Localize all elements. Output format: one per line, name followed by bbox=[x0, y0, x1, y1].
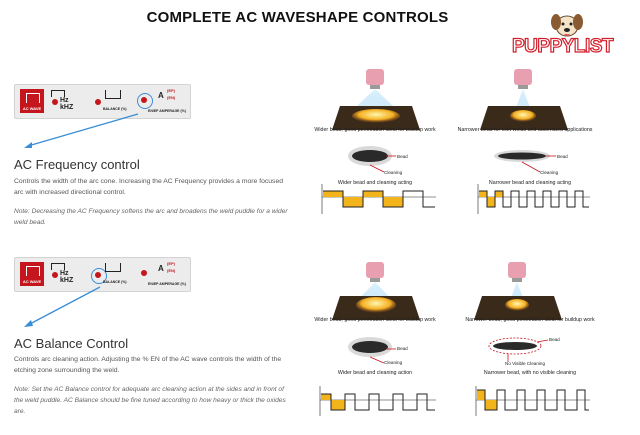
waveform-frequency-low bbox=[321, 184, 436, 214]
torch-diagram-wide bbox=[332, 69, 420, 130]
ep-label: (EP) bbox=[167, 261, 175, 266]
balance-left-bead-caption: Wider bead and cleaning action bbox=[337, 370, 413, 376]
balance-knob-dot bbox=[95, 99, 101, 105]
bead-sample-wide bbox=[348, 146, 396, 173]
en-label: (EN) bbox=[167, 95, 176, 100]
bead-sample-narrow bbox=[494, 150, 556, 173]
ac-wave-badge: AC WAVE bbox=[20, 262, 44, 286]
frequency-right-caption: Narrower bead for fillet welds and autom… bbox=[457, 127, 593, 133]
ensc-knob-highlight bbox=[137, 93, 153, 109]
balance-label: BALANCE (%) bbox=[103, 107, 127, 111]
dog-icon bbox=[551, 14, 583, 37]
khz-label: kHZ bbox=[60, 104, 74, 111]
frequency-left-bead-caption: Wider bead and cleaning acting bbox=[337, 180, 413, 186]
pointer-arrow bbox=[24, 286, 101, 327]
khz-label: kHZ bbox=[60, 277, 74, 284]
ensc-label: EN/EP AMPERAGE (%) bbox=[148, 109, 186, 113]
balance-heading: AC Balance Control bbox=[14, 336, 129, 351]
balance-right-bead-caption: Narrower bead, with no visible cleaning bbox=[483, 370, 577, 376]
bead-sample-balance-wide bbox=[348, 337, 396, 364]
ensc-label: EN/EP AMPERAGE (%) bbox=[148, 282, 186, 286]
ac-wave-badge: AC WAVE bbox=[20, 89, 44, 113]
waveform-balance-left bbox=[319, 386, 436, 416]
balance-label: BALANCE (%) bbox=[103, 280, 127, 284]
frequency-note: Note: Decreasing the AC Frequency soften… bbox=[14, 208, 288, 226]
ep-label: (EP) bbox=[167, 88, 175, 93]
en-label: (EN) bbox=[167, 268, 176, 273]
frequency-cleaning-label-right: Cleaning bbox=[540, 170, 559, 175]
balance-body: Controls arc cleaning action. Adjusting … bbox=[14, 356, 282, 374]
waveform-balance-right bbox=[475, 386, 590, 416]
balance-wave-icon bbox=[105, 90, 121, 99]
balance-bead-label-right: Bead bbox=[549, 337, 560, 342]
ensc-knob-dot bbox=[141, 270, 147, 276]
frequency-bead-label-right: Bead bbox=[557, 154, 568, 159]
amperage-label: A bbox=[158, 264, 164, 273]
frequency-body: Controls the width of the arc cone. Incr… bbox=[14, 178, 283, 196]
puppylist-logo: PUPPYLIST bbox=[511, 10, 636, 62]
balance-knob-highlight bbox=[91, 268, 107, 284]
balance-bead-label-left: Bead bbox=[397, 346, 408, 351]
balance-cleaning-label-left: Cleaning bbox=[384, 360, 403, 365]
hz-label: Hz bbox=[60, 97, 69, 104]
control-panel-frequency: AC WAVE Hz kHZ BALANCE (%) A (EP) (EN) E… bbox=[14, 84, 191, 119]
frequency-knob-dot bbox=[52, 272, 58, 278]
amperage-label: A bbox=[158, 91, 164, 100]
balance-left-caption: Wider bead, good penetration ideal for b… bbox=[314, 317, 436, 323]
balance-wave-icon bbox=[105, 263, 121, 272]
torch-diagram-balance-wide bbox=[332, 262, 420, 320]
bead-sample-balance-narrow bbox=[488, 337, 549, 362]
pointer-arrow bbox=[24, 113, 139, 148]
balance-right-caption: Narrower bead, good penetration ideal fo… bbox=[465, 317, 595, 323]
frequency-wave-icon bbox=[51, 90, 65, 97]
balance-note: Note: Set the AC Balance control for ade… bbox=[14, 386, 286, 415]
torch-diagram-narrow bbox=[480, 69, 568, 130]
page-title: COMPLETE AC WAVESHAPE CONTROLS bbox=[146, 9, 449, 26]
torch-diagram-balance-narrow bbox=[474, 262, 562, 320]
frequency-cleaning-label-left: Cleaning bbox=[384, 170, 403, 175]
control-panel-balance: AC WAVE Hz kHZ BALANCE (%) A (EP) (EN) E… bbox=[14, 257, 191, 292]
frequency-heading: AC Frequency control bbox=[14, 157, 140, 172]
frequency-knob-dot bbox=[52, 99, 58, 105]
waveform-frequency-high bbox=[477, 184, 590, 214]
frequency-bead-label-left: Bead bbox=[397, 154, 408, 159]
balance-no-cleaning-label: No Visible Cleaning bbox=[505, 361, 546, 366]
frequency-left-caption: Wider bead, good penetration ideal for b… bbox=[314, 127, 436, 133]
hz-label: Hz bbox=[60, 270, 69, 277]
logo-text: PUPPYLIST bbox=[511, 35, 614, 57]
frequency-wave-icon bbox=[51, 263, 65, 270]
waveshape-diagrams bbox=[319, 69, 590, 416]
frequency-right-bead-caption: Narrower bead and cleaning acting bbox=[488, 180, 572, 186]
